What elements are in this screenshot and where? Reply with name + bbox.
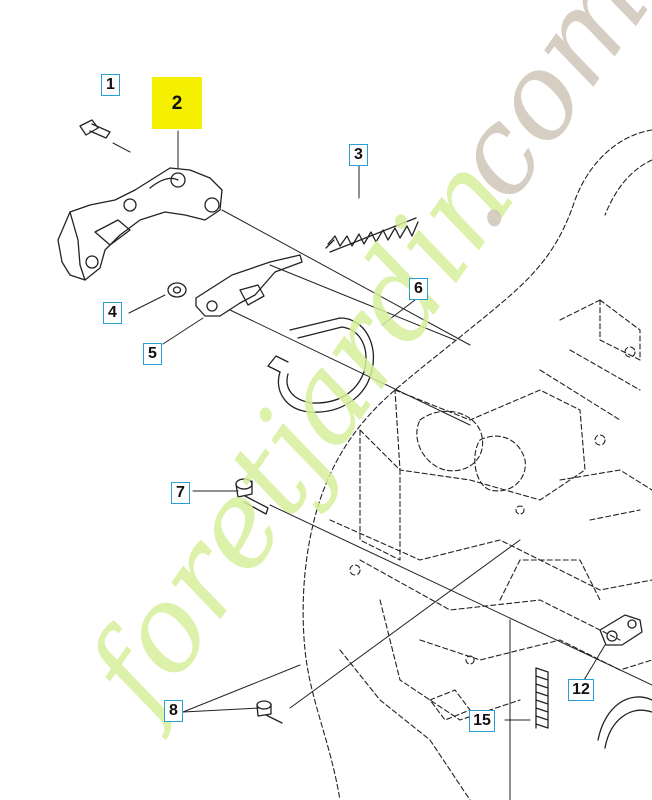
housing-fragment: [597, 696, 652, 749]
callout-label: 15: [473, 712, 491, 729]
callout-2[interactable]: 2: [152, 77, 202, 129]
part-6-brake-band: [267, 317, 374, 413]
chainsaw-body-outline: [302, 129, 652, 800]
part-4-washer: [167, 282, 187, 298]
callout-12[interactable]: 12: [568, 679, 594, 701]
part-12-link: [599, 614, 643, 646]
callout-1[interactable]: 1: [101, 74, 120, 96]
callout-label: 1: [106, 76, 115, 93]
callout-label: 3: [354, 146, 363, 163]
part-3-spring: [325, 217, 419, 253]
callout-4[interactable]: 4: [103, 302, 122, 324]
callout-label: 6: [414, 280, 423, 297]
callout-label: 12: [572, 681, 590, 698]
callout-label: 5: [148, 345, 157, 362]
callout-label: 4: [108, 304, 117, 321]
callout-7[interactable]: 7: [171, 482, 190, 504]
callout-15[interactable]: 15: [469, 710, 495, 732]
callout-label: 8: [169, 702, 178, 719]
leader-lines: [112, 130, 652, 800]
callout-3[interactable]: 3: [349, 144, 368, 166]
callout-label: 2: [171, 92, 183, 114]
part-15-spring: [535, 667, 549, 729]
callout-label: 7: [176, 484, 185, 501]
part-1-bolt: [79, 119, 111, 139]
callout-6[interactable]: 6: [409, 278, 428, 300]
callout-5[interactable]: 5: [143, 343, 162, 365]
part-7-pin: [235, 478, 269, 515]
part-5-lever: [195, 254, 303, 317]
part-8-screw: [256, 700, 283, 724]
part-2-bracket: [57, 167, 223, 281]
callout-8[interactable]: 8: [164, 700, 183, 722]
